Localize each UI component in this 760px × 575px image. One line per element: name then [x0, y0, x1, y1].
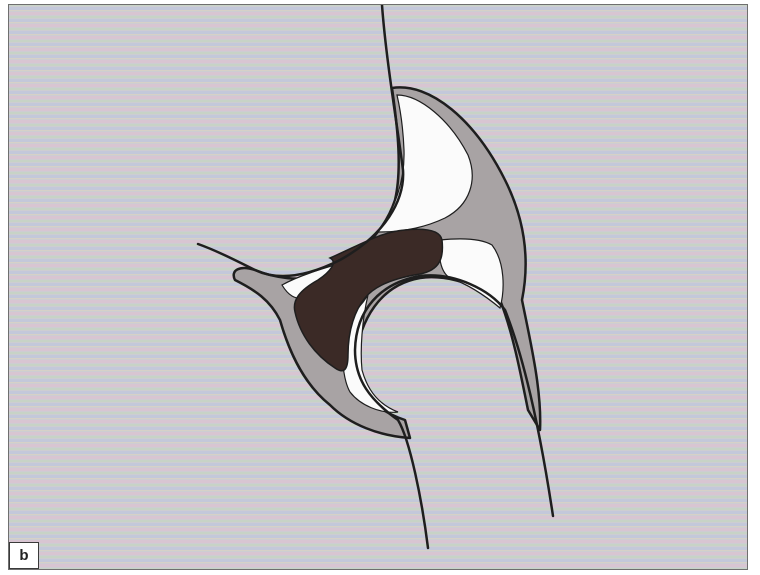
panel-label: b — [19, 547, 28, 564]
panel-label-box: b — [9, 542, 39, 569]
